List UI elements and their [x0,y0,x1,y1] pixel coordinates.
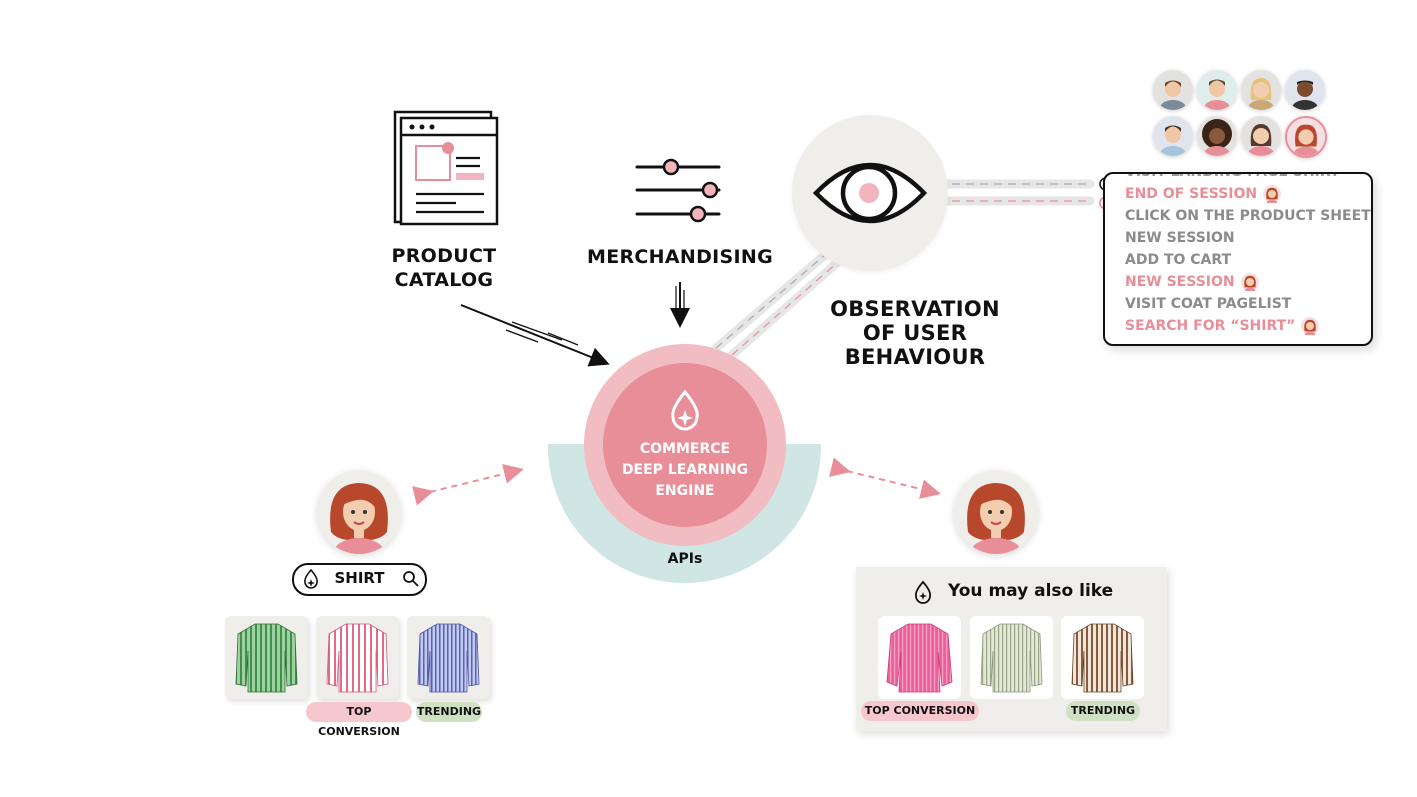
shirt-image [417,623,480,693]
search-query: SHIRT [334,569,385,587]
event-log-text: NEW SESSION [1125,230,1235,246]
event-log-item: VISIT COAT PAGELIST [1125,293,1371,315]
shirt-image [886,623,953,693]
user-avatar [1241,70,1281,110]
user-avatar [1301,317,1320,335]
engine-name: COMMERCE DEEP LEARNING ENGINE [621,441,749,499]
user-avatar [317,470,401,554]
event-log-text: VISIT LANDING PAGE SHIRT [1125,172,1340,180]
eye-engine-road [711,249,843,360]
product-catalog-label: PRODUCT CATALOG [391,245,497,291]
shirt-image [1071,623,1134,693]
left-exchange-arrow [412,464,524,506]
user-avatar [1197,70,1237,110]
search-input[interactable]: SHIRT [292,563,427,596]
user-avatar [1263,185,1282,203]
event-log-item: END OF SESSION [1125,183,1371,205]
badge-trending: TRENDING [416,702,482,722]
badge-top-conversion: TOP CONVERSION [861,701,979,721]
user-avatar-selected [1285,116,1327,158]
event-log-text: END OF SESSION [1125,186,1258,202]
shirt-image [326,623,389,693]
badge-top-conversion: TOP CONVERSION [306,702,412,738]
user-avatar [1153,116,1193,156]
catalog-motion-line [511,321,563,341]
recommendations-title: You may also like [948,581,1114,601]
event-list: VISIT LANDING PAGE SHIRT END OF SESSION CL… [1125,172,1371,337]
catalog-motion-line [547,332,579,346]
event-log-text: VISIT COAT PAGELIST [1125,296,1292,312]
browser-window-icon [393,110,499,226]
shirt-image [980,623,1043,693]
apis-label: APIs [667,551,703,567]
sliders-icon [635,158,721,223]
event-log-text: NEW SESSION [1125,274,1235,290]
event-log-item: NEW SESSION [1125,271,1371,293]
user-avatar [1241,116,1281,156]
product-tile[interactable] [970,616,1053,699]
user-avatar [1240,273,1259,291]
drop-sparkle-icon [304,569,318,589]
shirt-image [235,623,298,693]
product-tile[interactable] [225,616,308,699]
user-avatar [1153,70,1193,110]
product-tile[interactable] [878,616,961,699]
user-avatar [1285,70,1325,110]
event-log-panel: VISIT LANDING PAGE SHIRT END OF SESSION CL… [1103,172,1373,346]
recommendations-panel: You may also like TOP CONVERSION TRENDIN… [856,567,1167,731]
product-tile[interactable] [316,616,399,699]
event-log-text: ADD TO CART [1125,252,1232,268]
event-log-item: NEW SESSION [1125,227,1371,249]
drop-sparkle-icon [671,389,699,431]
product-tile[interactable] [1061,616,1144,699]
merchandising-label: MERCHANDISING [587,246,773,268]
product-tile[interactable] [407,616,490,699]
event-log-item: VISIT LANDING PAGE SHIRT [1125,172,1371,183]
event-log-text: CLICK ON THE PRODUCT SHEET [1125,208,1371,224]
user-avatar-grid [1151,70,1331,160]
engine-core: COMMERCE DEEP LEARNING ENGINE [603,363,767,527]
user-avatar [954,470,1038,554]
event-log-item: CLICK ON THE PRODUCT SHEET [1125,205,1371,227]
eye-log-road [943,179,1095,206]
event-log-text: SEARCH FOR “SHIRT” [1125,318,1296,334]
eye-circle [792,115,948,271]
eye-icon [812,162,928,224]
right-exchange-arrow [829,457,941,499]
drop-sparkle-icon [914,580,932,604]
observation-label: OBSERVATION OF USER BEHAVIOUR [830,297,1000,369]
catalog-motion-line [505,329,539,343]
badge-trending: TRENDING [1066,701,1140,721]
event-log-item: ADD TO CART [1125,249,1371,271]
search-icon[interactable] [402,570,420,588]
catalog-arrow [460,304,610,367]
user-avatar [1197,116,1237,156]
event-log-item: SEARCH FOR “SHIRT” [1125,315,1371,337]
